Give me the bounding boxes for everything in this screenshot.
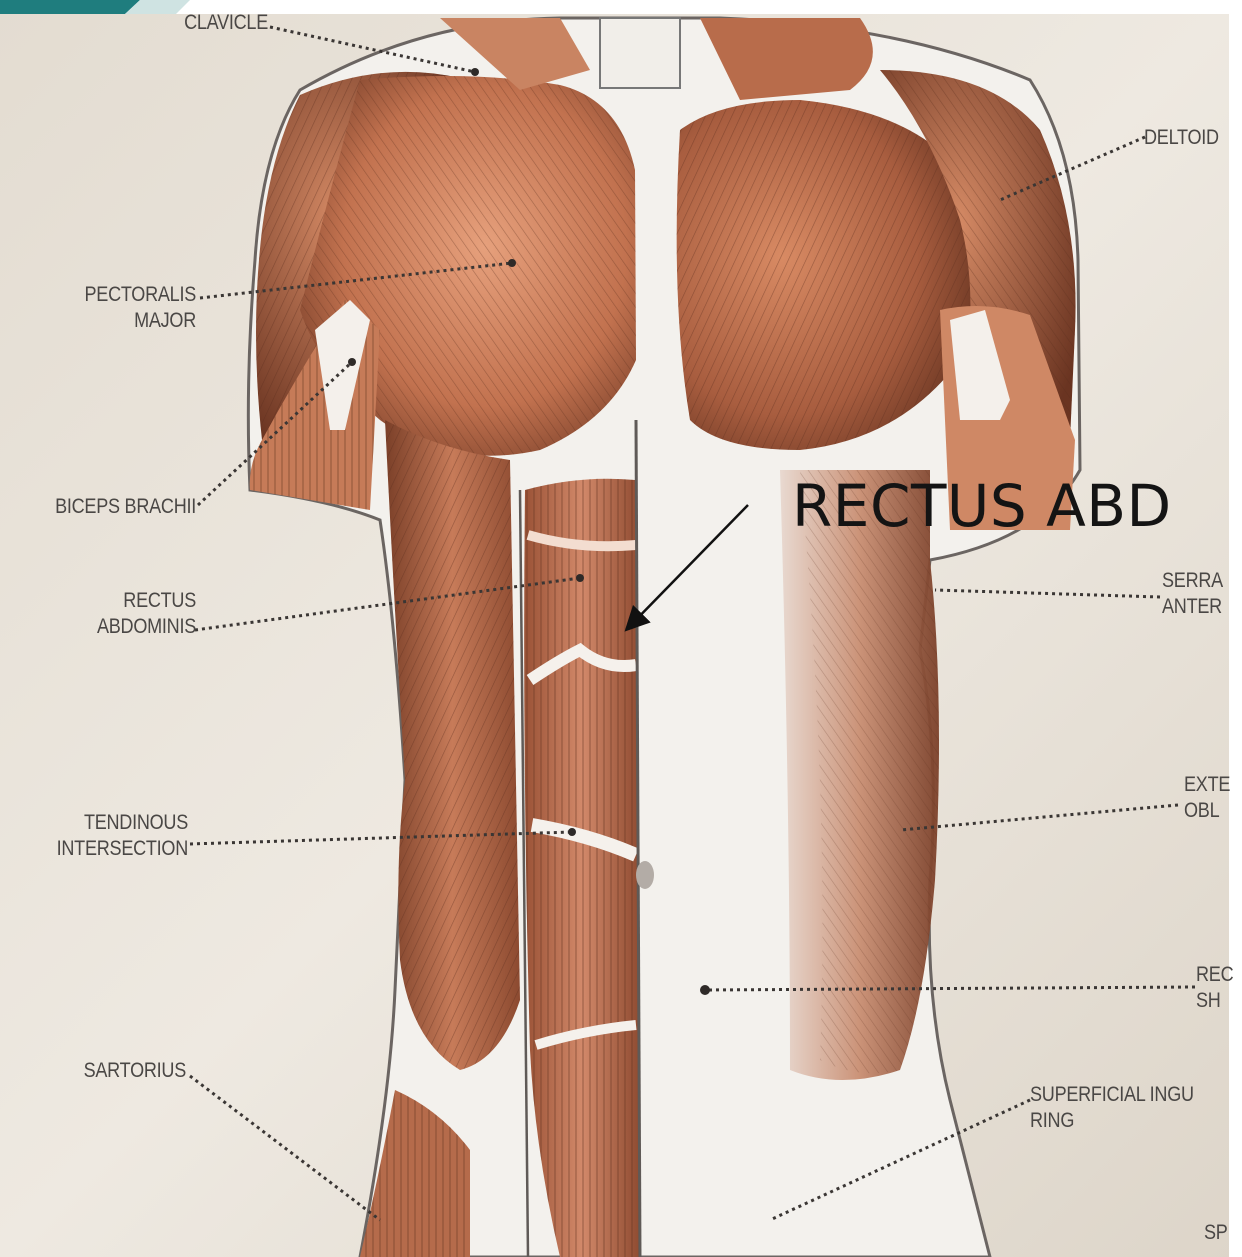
label-sartorius: SARTORIUS <box>83 1059 187 1082</box>
label-serratus-anterior: SERRA ANTER <box>1162 569 1223 618</box>
neck-muscles <box>440 18 590 90</box>
label-superficial-inguinal-ring: SUPERFICIAL INGU RING <box>1030 1083 1194 1132</box>
label-deltoid: DELTOID <box>1144 126 1219 149</box>
tendinous-band-3 <box>530 818 639 862</box>
tendinous-band-4 <box>534 1020 637 1050</box>
label-rectus-abdominis: RECTUS ABDOMINIS <box>96 589 196 638</box>
teal-corner-accent <box>0 0 140 14</box>
leader-endpoints <box>348 68 710 995</box>
tendinous-band-2 <box>526 642 637 685</box>
right-edge-white <box>1229 0 1242 1257</box>
label-tendinous-intersection: TENDINOUS INTERSECTION <box>56 811 189 860</box>
leader-lines <box>189 25 1196 1222</box>
top-edge-white <box>0 0 1242 14</box>
label-rectus-sheath: REC SH <box>1196 963 1234 1012</box>
tendinous-band-1 <box>526 530 637 552</box>
teal-corner-light <box>125 0 190 14</box>
rectus-abd-callout: RECTUS ABD <box>792 472 1172 540</box>
navel <box>636 861 654 889</box>
label-biceps-brachii: BICEPS BRACHII <box>55 495 196 518</box>
label-spermatic-cord: SP <box>1204 1221 1228 1244</box>
annotation-arrow <box>624 504 749 632</box>
linea-alba <box>634 419 642 1257</box>
label-pectoralis-major: PECTORALIS MAJOR <box>84 283 196 332</box>
label-external-oblique: EXTE OBL <box>1184 773 1231 822</box>
label-clavicle: CLAVICLE <box>184 11 268 34</box>
